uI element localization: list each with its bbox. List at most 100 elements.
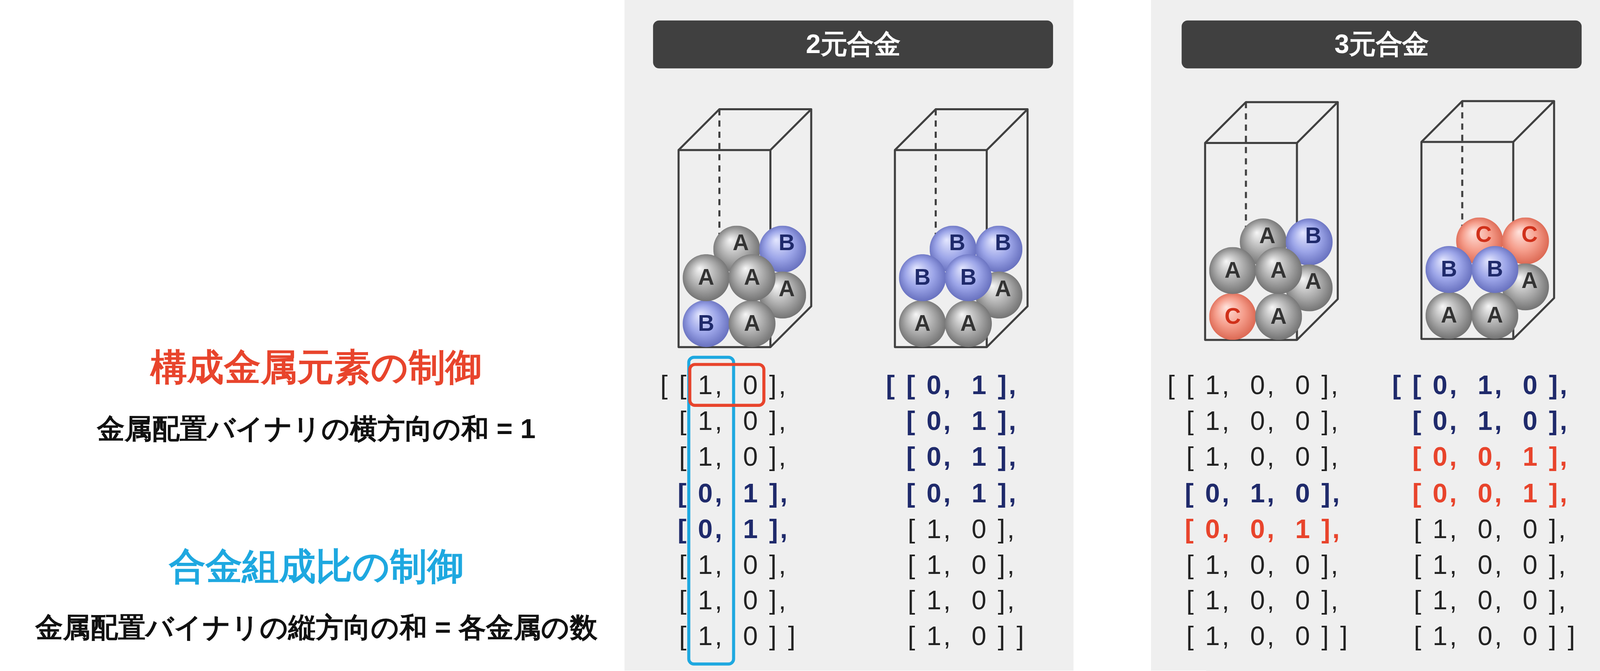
element-letter: A [1254, 247, 1302, 295]
element-letter: B [979, 219, 1027, 267]
element-letter: A [944, 300, 992, 348]
element-letter: A [1506, 257, 1554, 304]
matrix-row: [ 1, 0 ], [907, 515, 1017, 542]
matrix-row: [ 0, 1, 0 ], [1412, 407, 1570, 435]
label-box: [ 0, 0, 1 ], [1412, 443, 1570, 471]
element-letter: A [728, 300, 776, 348]
label-box: [ 1, 0 ], [907, 551, 1017, 578]
matrix-row: [ 1, 0 ], [679, 443, 789, 471]
element-letter: A [682, 254, 730, 302]
atom-sphere: A [1502, 263, 1550, 311]
matrix-row: [ 1, 0, 0 ], [1413, 551, 1568, 578]
matrix-row: [ 0, 0, 1 ], [1412, 443, 1570, 471]
label-box: [ 1, 0, 0 ], [1186, 407, 1341, 435]
element-letter: B [682, 300, 730, 348]
element-letter: A [898, 300, 946, 348]
panel-background [1150, 0, 1600, 671]
matrix-row: [ 1, 0 ], [679, 551, 789, 578]
atom-sphere: B [1471, 245, 1519, 293]
header-bar: 3元合金 [1181, 20, 1582, 69]
label-box: [ 1, 0 ] ] [907, 622, 1026, 650]
atom-sphere: A [1425, 291, 1473, 339]
label-box: [ 0, 0, 1 ], [1184, 515, 1342, 542]
label-box: [ 1, 0, 0 ] ] [1186, 622, 1350, 650]
sphere-circle [898, 254, 946, 302]
matrix-row: [ 1, 0, 0 ] ] [1186, 622, 1350, 650]
label-box: [ 1, 0, 0 ], [1413, 551, 1568, 578]
matrix-row: [ 1, 0, 0 ] ] [1413, 622, 1577, 650]
matrix-row: [ 1, 0 ] ] [907, 622, 1026, 650]
label-box: [ 0, 1 ], [906, 443, 1019, 471]
matrix-row: [ 1, 0 ], [907, 551, 1017, 578]
matrix-row: [ 1, 0 ], [679, 586, 789, 614]
label-box: [ [ 0, 1 ], [886, 371, 1019, 399]
sphere-circle [1425, 291, 1473, 339]
matrix-row: [ 0, 1 ], [906, 407, 1019, 435]
sphere-circle [1425, 245, 1473, 293]
label-box: [ 0, 0, 1 ], [1412, 479, 1570, 506]
label-box: [ 0, 1 ], [677, 479, 790, 506]
matrix-row: [ 0, 0, 1 ], [1412, 479, 1570, 506]
header-bar: 2元合金 [652, 20, 1054, 69]
container-box [678, 109, 812, 348]
matrix-row: [ 1, 0 ], [679, 407, 789, 435]
label-box: [ 1, 0, 0 ], [1413, 515, 1568, 542]
sphere-circle [898, 300, 946, 348]
matrix-row: [ [ 0, 1, 0 ], [1391, 371, 1570, 399]
label-box: [ 1, 0 ], [679, 586, 789, 614]
atom-sphere: C [1502, 217, 1550, 265]
column-highlight [688, 357, 734, 664]
label-box: [ 1, 0, 0 ], [1186, 443, 1341, 471]
section-heading: 構成金属元素の制御 [150, 345, 482, 390]
atom-sphere: A [1285, 264, 1333, 312]
element-letter: A [1209, 247, 1257, 295]
matrix-row: [ 0, 1 ], [906, 479, 1019, 506]
label-box: 合金組成比の制御 [10, 544, 623, 589]
label-box: [ 0, 1, 0 ], [1412, 407, 1570, 435]
label-box: [ 1, 0 ], [907, 515, 1017, 542]
element-letter: B [763, 219, 811, 267]
label-box: [ [ 1, 0 ], [660, 371, 789, 399]
atom-sphere: B [898, 254, 946, 302]
element-letter: A [1289, 258, 1337, 306]
sphere-circle [682, 300, 730, 348]
element-letter: C [1506, 211, 1554, 259]
label-box: [ 0, 1 ], [906, 407, 1019, 435]
constraint-rule: 金属配置バイナリの縦方向の和 = 各金属の数 [35, 611, 598, 644]
panel-title: 3元合金 [1191, 20, 1572, 69]
label-box: [ 0, 1, 0 ], [1184, 479, 1342, 506]
label-box: [ 0, 1 ], [677, 515, 790, 542]
label-box: [ 1, 0, 0 ], [1413, 586, 1568, 614]
atom-sphere: C [1209, 292, 1257, 340]
matrix-row: [ [ 0, 1 ], [886, 371, 1019, 399]
atom-sphere: A [1471, 291, 1519, 339]
sphere-circle [728, 254, 776, 302]
atom-sphere: B [1425, 245, 1473, 293]
panel-background [624, 0, 1074, 671]
matrix-row: [ 0, 1 ], [906, 443, 1019, 471]
matrix-row: [ 1, 0 ] ] [679, 622, 798, 650]
element-letter: B [1471, 245, 1519, 293]
element-letter: B [933, 219, 981, 267]
matrix-row: [ 0, 1 ], [677, 479, 790, 506]
atom-sphere: B [682, 300, 730, 348]
label-box: [ [ 0, 1, 0 ], [1391, 371, 1570, 399]
element-letter: A [728, 254, 776, 302]
label-box: [ 1, 0 ] ] [679, 622, 798, 650]
sphere-circle [944, 254, 992, 302]
element-letter: A [979, 265, 1027, 313]
matrix-row: [ 1, 0, 0 ], [1186, 551, 1341, 578]
matrix-row: [ 1, 0, 0 ], [1186, 443, 1341, 471]
sphere-circle [1471, 291, 1519, 339]
label-box: 金属配置バイナリの横方向の和 = 1 [10, 412, 623, 445]
label-box: [ 1, 0, 0 ] ] [1413, 622, 1577, 650]
atom-sphere: B [759, 225, 806, 273]
matrix-row: [ 1, 0 ], [907, 586, 1017, 614]
matrix-row: [ 1, 0, 0 ], [1186, 586, 1341, 614]
sphere-circle [944, 300, 992, 348]
label-box: [ 1, 0, 0 ], [1186, 586, 1341, 614]
sphere-circle [682, 254, 730, 302]
element-letter: A [1254, 292, 1302, 340]
element-letter: A [1471, 291, 1519, 339]
panel-title: 2元合金 [663, 20, 1043, 69]
